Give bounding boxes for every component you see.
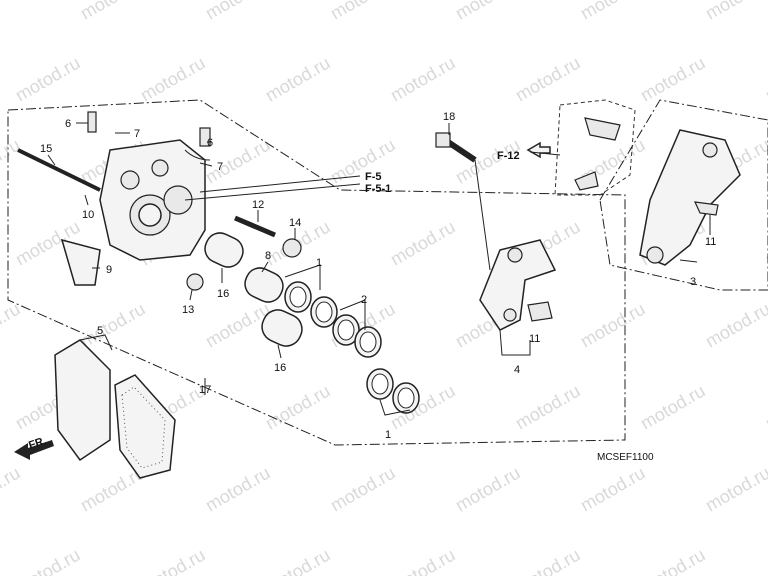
ref-f5: F-5	[365, 171, 382, 183]
nut-14	[282, 238, 302, 258]
diagram-code: MCSEF1100	[597, 452, 654, 463]
callout-16: 16	[217, 288, 229, 300]
watermark-text: motod.ru	[327, 135, 399, 188]
watermark-text: motod.ru	[762, 545, 768, 576]
bolt-18-head	[435, 132, 451, 148]
watermark-text: motod.ru	[262, 545, 334, 576]
watermark-text: motod.ru	[0, 135, 24, 188]
watermark-text: motod.ru	[762, 53, 768, 106]
callout-3: 3	[690, 276, 696, 288]
callout-7b: 7	[217, 161, 223, 173]
plug-13	[186, 273, 204, 291]
watermark-text: motod.ru	[12, 545, 84, 576]
watermark-text: motod.ru	[762, 217, 768, 270]
watermark-text: motod.ru	[202, 0, 274, 23]
watermark-text: motod.ru	[12, 53, 84, 106]
pin-15	[17, 148, 101, 192]
assembly-boundary	[7, 99, 626, 446]
watermark-text: motod.ru	[512, 53, 584, 106]
watermark-text: motod.ru	[387, 545, 459, 576]
subassembly-part	[584, 117, 621, 141]
callout-2: 2	[361, 294, 367, 306]
watermark-text: motod.ru	[77, 0, 149, 23]
watermark-text: motod.ru	[0, 0, 24, 23]
seals	[284, 281, 420, 414]
front-direction-label: FR.	[27, 435, 48, 452]
callout-labels: 6 7 6 7 15 10 12 14 9 8 1 13 16 2 16 5 1…	[40, 111, 716, 441]
leader-lines	[47, 122, 711, 416]
callout-12: 12	[252, 199, 264, 211]
callout-13: 13	[182, 304, 194, 316]
watermark-text: motod.ru	[452, 0, 524, 23]
pad-spring-9	[60, 238, 101, 286]
bracket-boundary	[599, 99, 768, 291]
callout-18: 18	[443, 111, 455, 123]
brake-pads	[54, 339, 176, 479]
callout-17: 17	[199, 384, 211, 396]
reference-arrow-f12	[526, 141, 551, 159]
callout-8: 8	[265, 250, 271, 262]
watermark-text: motod.ru	[577, 299, 649, 352]
watermark-text: motod.ru	[262, 381, 334, 434]
callout-16b: 16	[274, 362, 286, 374]
pistons	[204, 232, 303, 347]
watermark-text: motod.ru	[452, 463, 524, 516]
watermark-text: motod.ru	[637, 381, 709, 434]
watermark-text: motod.ru	[0, 463, 24, 516]
caliper-body	[99, 139, 206, 261]
callout-7: 7	[134, 128, 140, 140]
watermark-text: motod.ru	[327, 463, 399, 516]
subassembly-part-2	[574, 171, 599, 191]
watermark-text: motod.ru	[702, 463, 768, 516]
watermark-text: motod.ru	[702, 0, 768, 23]
watermark-text: motod.ru	[137, 545, 209, 576]
callout-5: 5	[97, 325, 103, 337]
watermark-text: motod.ru	[387, 217, 459, 270]
callout-1b: 1	[385, 429, 391, 441]
callout-11: 11	[529, 333, 540, 345]
callout-9: 9	[106, 264, 112, 276]
dashed-subassembly	[554, 99, 636, 196]
watermark-text: motod.ru	[762, 381, 768, 434]
watermark-text: motod.ru	[202, 463, 274, 516]
watermark-text: motod.ru	[512, 545, 584, 576]
callout-10: 10	[82, 209, 94, 221]
retainer-11b	[694, 201, 719, 216]
ref-f12: F-12	[497, 150, 520, 162]
bleeder-screw	[87, 111, 97, 133]
watermark-text: motod.ru	[577, 463, 649, 516]
watermark-text: motod.ru	[387, 53, 459, 106]
watermark-text: motod.ru	[637, 53, 709, 106]
retainer-11	[527, 301, 553, 322]
watermark-text: motod.ru	[512, 381, 584, 434]
watermark-text: motod.ru	[637, 545, 709, 576]
watermark-text: motod.ru	[577, 0, 649, 23]
bracket-3	[639, 129, 741, 266]
watermark-text: motod.ru	[262, 53, 334, 106]
watermark-text: motod.ru	[77, 299, 149, 352]
callout-14: 14	[289, 217, 301, 229]
watermark-text: motod.ru	[327, 0, 399, 23]
watermark-text: motod.ru	[137, 53, 209, 106]
callout-15: 15	[40, 143, 52, 155]
callout-4: 4	[514, 364, 520, 376]
watermark-text: motod.ru	[0, 299, 24, 352]
pin-12	[234, 215, 276, 238]
ref-f5-1: F-5-1	[365, 183, 391, 195]
callout-1: 1	[316, 257, 322, 269]
front-arrow-icon	[14, 440, 54, 460]
callout-6b: 6	[207, 137, 213, 149]
callout-6: 6	[65, 118, 71, 130]
bracket-4	[479, 239, 557, 331]
watermark-text: motod.ru	[702, 299, 768, 352]
callout-11b: 11	[705, 236, 716, 248]
bleeder-tube	[184, 149, 211, 161]
bleeder-screw-2	[199, 127, 211, 147]
